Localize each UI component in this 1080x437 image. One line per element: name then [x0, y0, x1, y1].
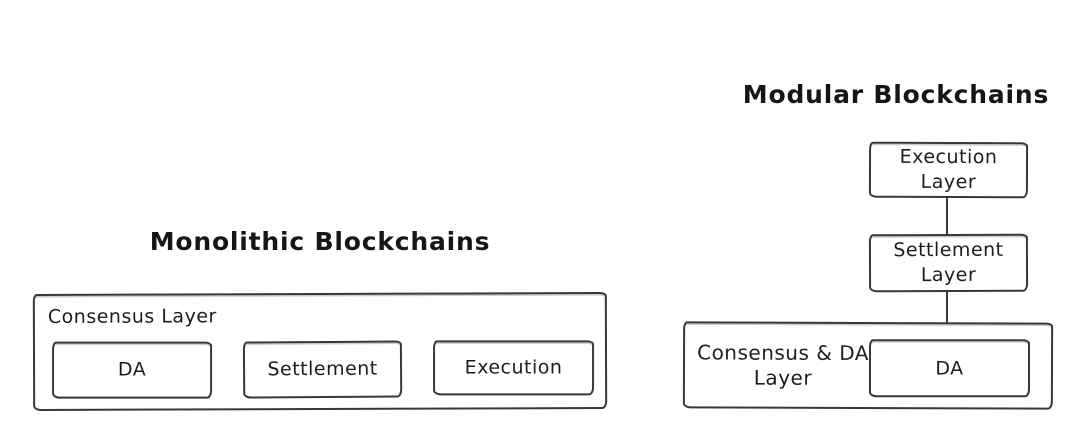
settlement-layer-label-line2: Layer: [920, 263, 977, 287]
module-box-settlement-label: Settlement: [267, 357, 378, 381]
modular-da-box: DA: [868, 339, 1030, 398]
consensus-da-layer-label-line2: Layer: [753, 365, 813, 390]
consensus-layer-label: Consensus Layer: [47, 305, 217, 328]
settlement-layer-label-line1: Settlement: [893, 238, 1004, 262]
modular-da-box-label: DA: [935, 356, 964, 379]
execution-layer-box: Execution Layer: [868, 141, 1029, 199]
module-box-execution-label: Execution: [464, 356, 563, 379]
module-box-execution: Execution: [433, 340, 595, 396]
connector-settlement-consensus: [946, 291, 948, 323]
settlement-layer-box: Settlement Layer: [868, 233, 1029, 293]
execution-layer-label-line1: Execution: [899, 145, 998, 169]
monolithic-consensus-container: Consensus Layer DA Settlement Execution: [32, 291, 608, 412]
module-box-da: DA: [52, 341, 213, 399]
monolithic-title: Monolithic Blockchains: [149, 227, 491, 256]
module-box-da-label: DA: [117, 358, 147, 381]
modular-title: Modular Blockchains: [742, 80, 1050, 109]
connector-execution-settlement: [946, 197, 948, 235]
consensus-da-layer-box: Consensus & DA Layer DA: [682, 321, 1054, 410]
consensus-da-layer-label: Consensus & DA Layer: [685, 323, 881, 407]
consensus-da-layer-label-line1: Consensus & DA: [697, 339, 870, 365]
execution-layer-label-line2: Layer: [920, 170, 977, 194]
module-box-settlement: Settlement: [242, 340, 403, 399]
